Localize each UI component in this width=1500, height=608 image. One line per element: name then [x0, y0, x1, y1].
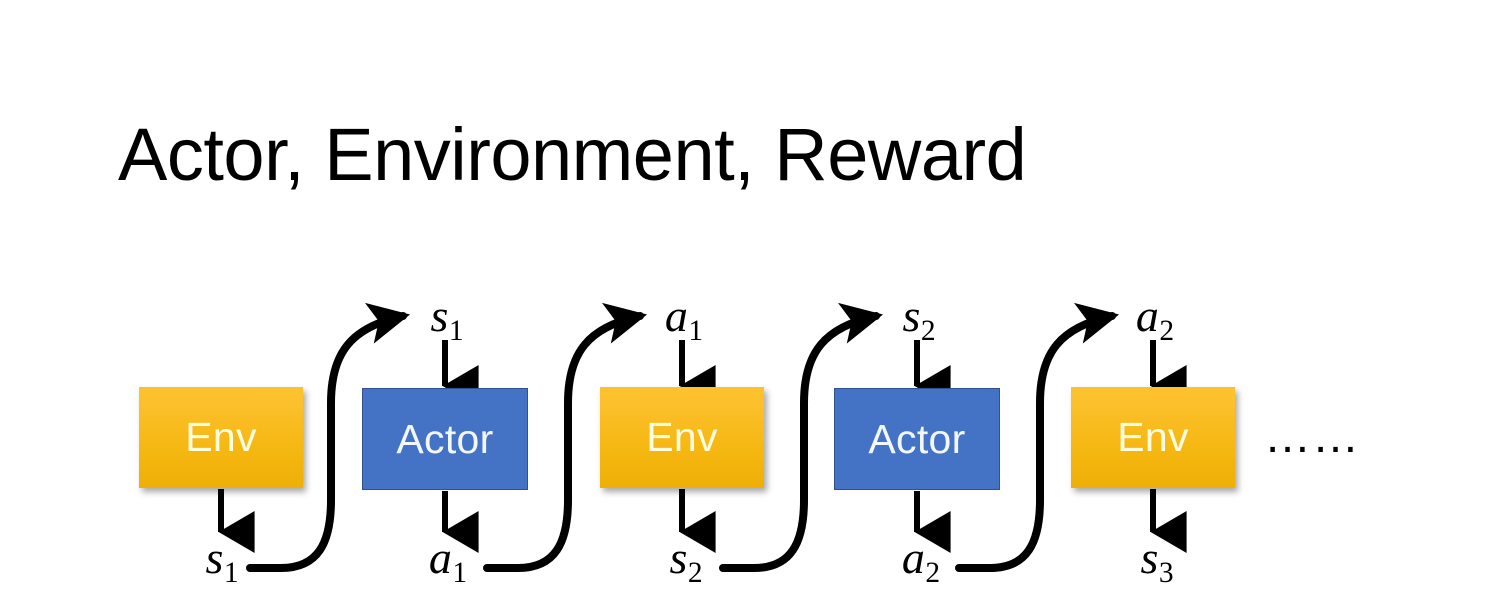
node-label: Env	[646, 414, 718, 460]
symbol-base: a	[901, 532, 925, 583]
signal-label-in-s2: s2	[902, 293, 935, 346]
symbol-subscript: 1	[688, 314, 704, 347]
symbol-base: s	[669, 532, 688, 583]
node-label: Env	[185, 414, 257, 460]
signal-label-in-a2: a2	[1136, 293, 1174, 346]
symbol-base: a	[1135, 290, 1159, 341]
node-box-actor-1: Actor	[362, 388, 528, 490]
down-arrows-out-of-boxes	[218, 489, 1187, 553]
node-box-actor-2: Actor	[834, 388, 1000, 490]
symbol-subscript: 2	[925, 556, 941, 589]
node-box-env-1: Env	[139, 387, 303, 488]
symbol-subscript: 2	[920, 314, 936, 347]
ellipsis-continuation: ……	[1264, 409, 1360, 462]
symbol-subscript: 2	[1159, 314, 1175, 347]
symbol-subscript: 3	[1158, 556, 1174, 589]
symbol-base: a	[428, 532, 452, 583]
signal-label-out-s2: s2	[669, 535, 702, 588]
signal-label-out-s3: s3	[1140, 535, 1173, 588]
signal-label-out-a2: a2	[902, 535, 940, 588]
signal-label-out-a1: a1	[429, 535, 467, 588]
symbol-subscript: 1	[452, 556, 468, 589]
signal-label-in-a1: a1	[665, 293, 703, 346]
symbol-subscript: 1	[223, 556, 239, 589]
symbol-base: a	[664, 290, 688, 341]
symbol-base: s	[902, 290, 921, 341]
node-box-env-3: Env	[1071, 387, 1235, 488]
signal-label-in-s1: s1	[430, 293, 463, 346]
symbol-subscript: 2	[687, 556, 703, 589]
node-label: Env	[1117, 414, 1189, 460]
symbol-base: s	[205, 532, 224, 583]
node-label: Actor	[396, 415, 494, 462]
node-label: Actor	[868, 415, 966, 462]
down-arrows-into-boxes	[442, 340, 1187, 407]
signal-label-out-s1: s1	[205, 535, 238, 588]
page-title: Actor, Environment, Reward	[118, 113, 1027, 196]
symbol-base: s	[1140, 532, 1159, 583]
node-box-env-2: Env	[600, 387, 764, 488]
symbol-base: s	[430, 290, 449, 341]
symbol-subscript: 1	[448, 314, 464, 347]
